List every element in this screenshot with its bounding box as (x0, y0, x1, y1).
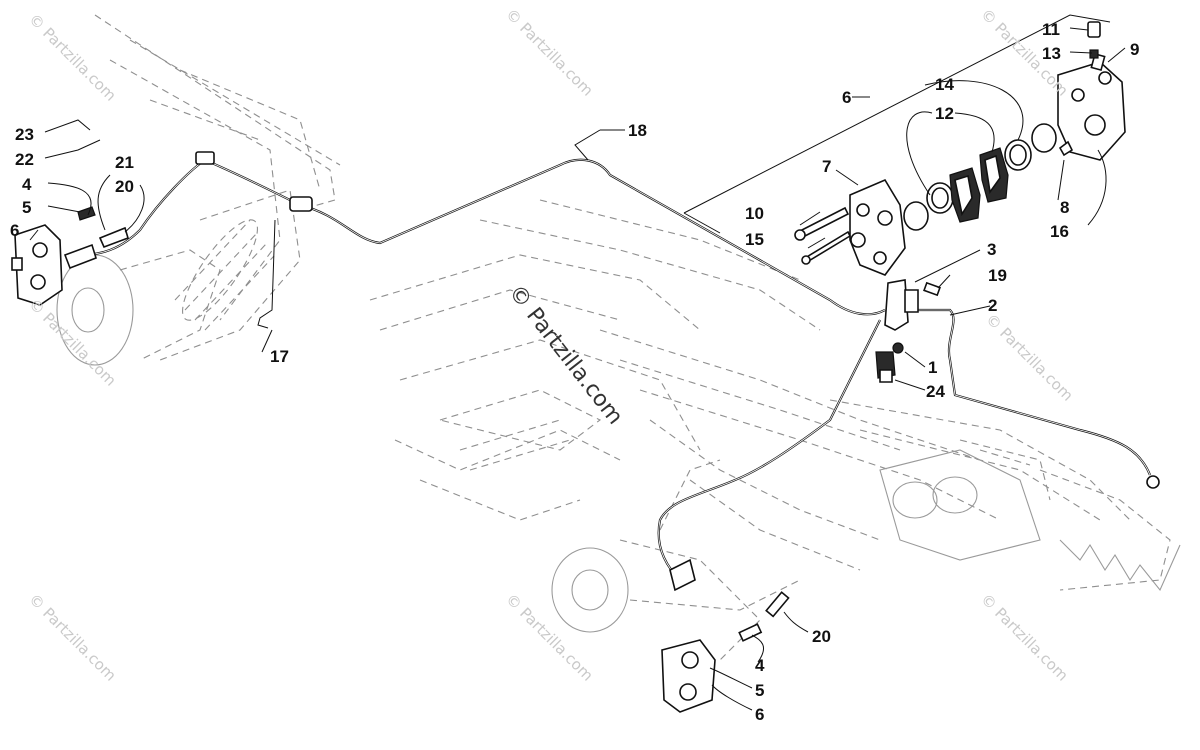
vehicle-frame-background (56, 14, 1181, 661)
brake-hose-2 (915, 308, 1160, 489)
callout-10: 10 (745, 204, 764, 223)
watermark-mid-right: © Partzilla.com (982, 310, 1077, 405)
brake-hose-front-left (657, 319, 881, 581)
callout-9: 9 (1130, 40, 1139, 59)
caliper-body-7 (849, 178, 906, 276)
callout-6-rear: 6 (10, 221, 19, 240)
callout-17: 17 (270, 347, 289, 366)
callout-23: 23 (15, 125, 34, 144)
watermark-top-left: © Partzilla.com (25, 10, 120, 105)
callout-18: 18 (628, 121, 647, 140)
callout-22: 22 (15, 150, 34, 169)
exploded-caliper-outline (683, 14, 1111, 234)
callout-6-front: 6 (755, 705, 764, 724)
watermark-center: © Partzilla.com (503, 280, 627, 429)
caliper-body-9 (1057, 52, 1126, 161)
leader-lines (29, 27, 1126, 711)
callout-6-box: 6 (842, 88, 851, 107)
callout-21: 21 (115, 153, 134, 172)
callout-24: 24 (926, 382, 945, 401)
watermark-top-middle: © Partzilla.com (502, 5, 597, 100)
callout-4-rear: 4 (22, 175, 32, 194)
callout-4-front: 4 (755, 656, 765, 675)
watermark-bottom-middle: © Partzilla.com (502, 590, 597, 685)
callout-11: 11 (1042, 20, 1060, 39)
callout-12: 12 (935, 104, 954, 123)
brake-hose-rear-left (79, 158, 301, 257)
callout-20-rear: 20 (115, 177, 134, 196)
watermarks: © Partzilla.com © Partzilla.com © Partzi… (25, 5, 1077, 685)
union-fitting-rear (195, 151, 313, 212)
callout-3: 3 (987, 240, 996, 259)
callouts: 11 13 9 6 14 12 18 23 22 21 20 7 4 5 8 1… (10, 20, 1139, 724)
callout-19: 19 (988, 266, 1007, 285)
callout-1: 1 (928, 358, 937, 377)
bracket-17 (257, 219, 276, 329)
callout-15: 15 (745, 230, 764, 249)
callout-16: 16 (1050, 222, 1069, 241)
callout-13: 13 (1042, 44, 1061, 63)
brake-pads-12 (949, 147, 1009, 223)
callout-14: 14 (935, 75, 954, 94)
callout-8: 8 (1060, 198, 1069, 217)
brake-switch-assembly (875, 279, 941, 383)
bolts-10-15 (794, 206, 852, 265)
brake-hose-18 (299, 158, 886, 316)
callout-7: 7 (822, 157, 831, 176)
piston-and-seals (903, 123, 1057, 231)
rear-left-caliper (11, 206, 129, 306)
watermark-bottom-right: © Partzilla.com (977, 590, 1072, 685)
callout-2: 2 (988, 296, 997, 315)
front-left-caliper (661, 558, 790, 713)
callout-20-front: 20 (812, 627, 831, 646)
callout-5-rear: 5 (22, 198, 31, 217)
callout-5-front: 5 (755, 681, 764, 700)
watermark-bottom-left: © Partzilla.com (25, 590, 120, 685)
